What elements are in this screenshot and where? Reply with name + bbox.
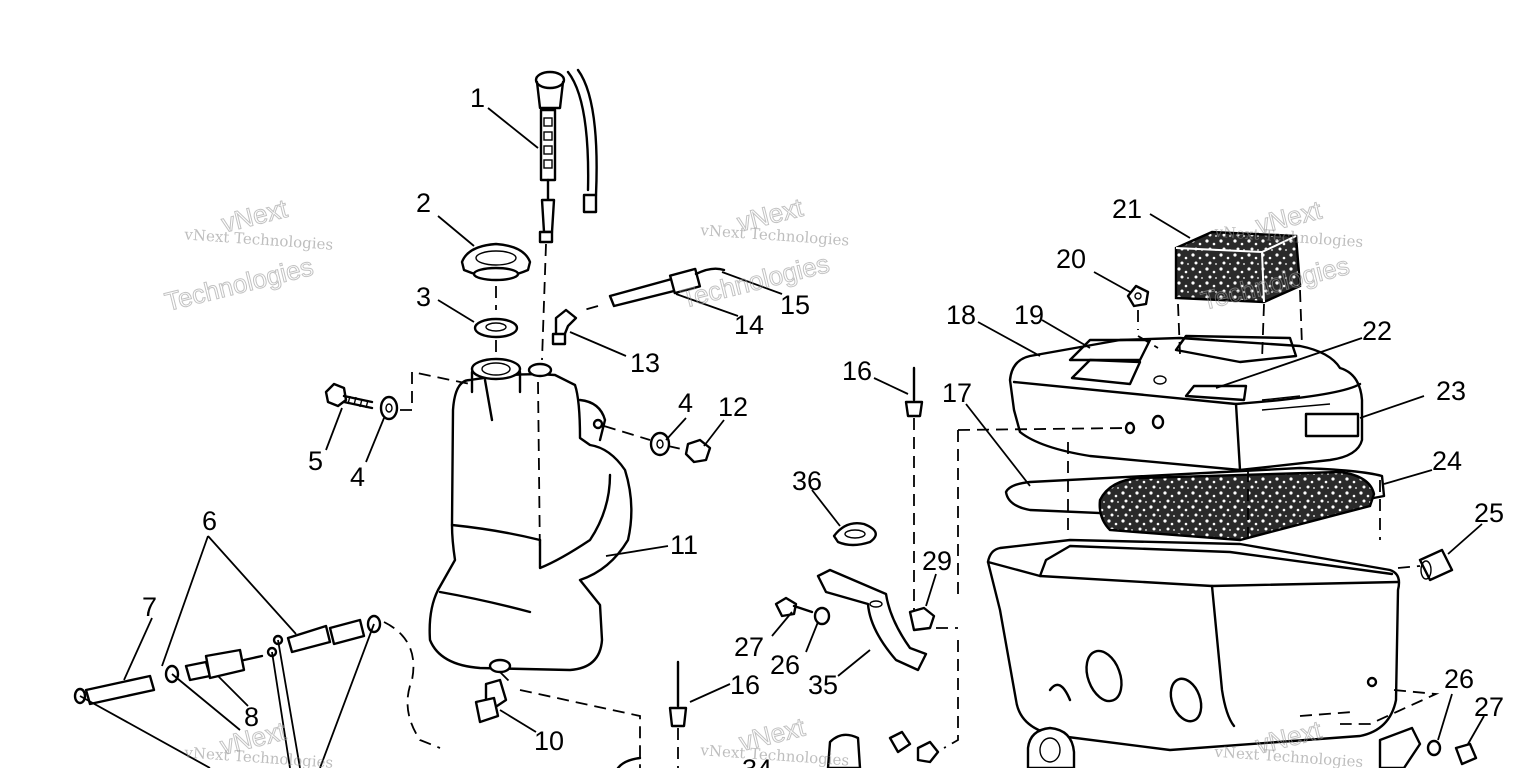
callout-16a: 16 — [730, 670, 760, 700]
callout-22: 22 — [1362, 316, 1392, 346]
callout-4a: 4 — [350, 462, 365, 492]
callout-18: 18 — [946, 300, 976, 330]
callout-2: 2 — [416, 188, 431, 218]
callout-24: 24 — [1432, 446, 1462, 476]
bolt-washer-27-26 — [774, 596, 831, 626]
callout-27b: 27 — [1474, 692, 1504, 722]
callout-27a: 27 — [734, 632, 764, 662]
callout-4b: 4 — [678, 388, 693, 418]
callout-20: 20 — [1056, 244, 1086, 274]
callout-21: 21 — [1112, 194, 1142, 224]
callout-26b: 26 — [1444, 664, 1474, 694]
leader-lines — [79, 107, 1485, 768]
rod-16-upper — [904, 366, 924, 418]
callout-16b: 16 — [842, 356, 872, 386]
callout-34: 34 — [742, 754, 772, 768]
callout-1: 1 — [470, 83, 485, 113]
filler-cap — [460, 242, 532, 282]
callout-15: 15 — [780, 290, 810, 320]
callout-11: 11 — [670, 530, 698, 560]
filter-foam-24 — [1098, 470, 1376, 542]
bracket — [816, 568, 928, 672]
callout-19: 19 — [1014, 300, 1044, 330]
callout-13: 13 — [630, 348, 660, 378]
vent-line — [608, 267, 726, 308]
airbox-base — [986, 538, 1401, 752]
clip — [832, 522, 877, 547]
grommet-25 — [1418, 548, 1454, 582]
fuel-line-assembly — [73, 614, 382, 706]
callout-36: 36 — [792, 466, 822, 496]
callout-26a: 26 — [770, 650, 800, 680]
grommet-29 — [908, 606, 936, 632]
callout-14: 14 — [734, 310, 764, 340]
watermark-big-1b: Technologies — [162, 251, 317, 317]
callout-6: 6 — [202, 506, 217, 536]
watermark-2: vNext Technologies — [699, 221, 850, 249]
callout-8: 8 — [244, 702, 259, 732]
elbow-fitting — [551, 308, 578, 346]
lower-parts — [616, 726, 1478, 768]
watermark-1: vNext Technologies — [183, 225, 334, 253]
fuel-tank — [428, 357, 633, 674]
cap-gasket — [473, 317, 519, 339]
washer-nut — [649, 431, 712, 464]
callout-3: 3 — [416, 282, 431, 312]
filter-foam-21 — [1174, 230, 1302, 304]
drain-fitting — [474, 678, 508, 724]
callout-10: 10 — [534, 726, 564, 756]
fuel-gauge-sender — [534, 68, 598, 244]
mount-bolt — [324, 382, 399, 421]
callout-25: 25 — [1474, 498, 1504, 528]
callout-23: 23 — [1436, 376, 1466, 406]
callout-29: 29 — [922, 546, 952, 576]
callout-17: 17 — [942, 378, 972, 408]
callout-35: 35 — [808, 670, 838, 700]
fastener-20 — [1126, 284, 1150, 308]
callout-5: 5 — [308, 446, 323, 476]
callout-12: 12 — [718, 392, 748, 422]
callout-7: 7 — [142, 592, 157, 622]
rod-16-lower — [668, 660, 688, 728]
callout-labels: 1 2 3 5 4 4 12 13 14 15 11 6 7 8 10 16 1… — [142, 83, 1504, 768]
